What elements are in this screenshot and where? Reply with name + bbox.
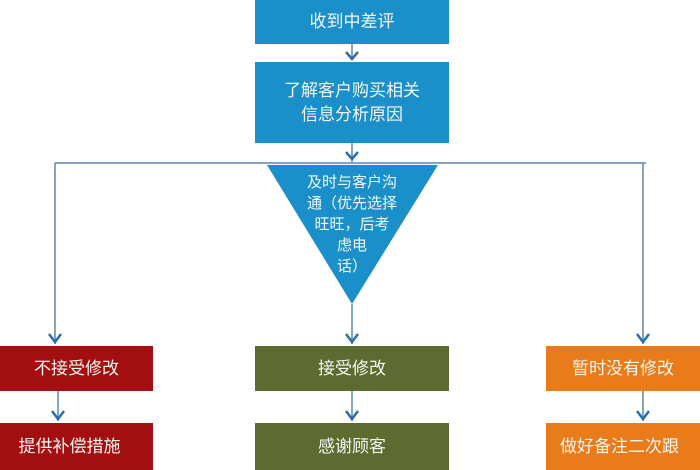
node-reject-label: 不接受修改 bbox=[34, 358, 119, 379]
node-compensate-label: 提供补偿措施 bbox=[18, 436, 121, 457]
decision-line: 虑电 bbox=[336, 236, 367, 254]
node-followup-label: 做好备注二次跟 bbox=[560, 436, 679, 457]
node-thank: 感谢顾客 bbox=[255, 423, 449, 470]
node-followup: 做好备注二次跟 bbox=[546, 423, 700, 470]
node-reject: 不接受修改 bbox=[0, 346, 153, 391]
decision-line: 话） bbox=[336, 257, 367, 275]
decision-triangle bbox=[267, 165, 438, 304]
node-accept-label: 接受修改 bbox=[318, 358, 386, 379]
node-pending: 暂时没有修改 bbox=[546, 346, 700, 391]
node-start: 收到中差评 bbox=[255, 0, 449, 44]
node-analyze-line2: 信息分析原因 bbox=[301, 104, 403, 125]
node-decision-text: 及时与客户沟 通（优先选择 旺旺，后考 虑电 话） bbox=[290, 172, 414, 277]
node-start-label: 收到中差评 bbox=[309, 12, 395, 32]
decision-line: 通（优先选择 bbox=[306, 194, 397, 212]
node-pending-label: 暂时没有修改 bbox=[572, 358, 674, 379]
decision-line: 及时与客户沟 bbox=[306, 173, 397, 191]
node-thank-label: 感谢顾客 bbox=[318, 436, 386, 457]
node-analyze: 了解客户购买相关 信息分析原因 bbox=[255, 62, 449, 143]
node-analyze-line1: 了解客户购买相关 bbox=[284, 80, 420, 101]
decision-line: 旺旺，后考 bbox=[314, 215, 390, 233]
node-compensate: 提供补偿措施 bbox=[0, 423, 153, 470]
node-accept: 接受修改 bbox=[255, 346, 449, 391]
